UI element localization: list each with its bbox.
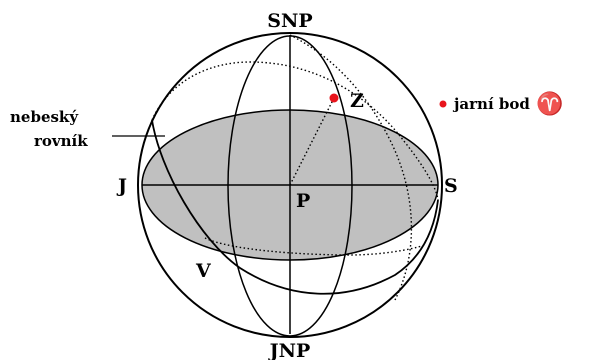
label-equator-line2: rovník	[34, 132, 88, 150]
celestial-sphere-outline	[137, 32, 443, 338]
label-v: V	[195, 260, 212, 282]
celestial-equator-front	[151, 119, 439, 295]
zenith-meridian-back	[289, 34, 413, 301]
legend-marker	[439, 100, 447, 108]
lower-arc-back	[204, 237, 426, 256]
label-zenith: Z	[350, 90, 364, 112]
aries-symbol-icon: ♈	[536, 91, 563, 117]
label-s: S	[444, 175, 458, 197]
label-equator-line1: nebeský	[10, 108, 79, 126]
label-jnp: JNP	[268, 340, 311, 360]
legend-text: jarní bod	[452, 95, 530, 113]
label-center: P	[296, 190, 310, 212]
celestial-equator-back	[151, 61, 439, 201]
vernal-point-marker	[329, 93, 339, 103]
center-to-zenith	[289, 97, 335, 186]
label-snp: SNP	[267, 10, 312, 32]
label-j: J	[116, 175, 127, 197]
